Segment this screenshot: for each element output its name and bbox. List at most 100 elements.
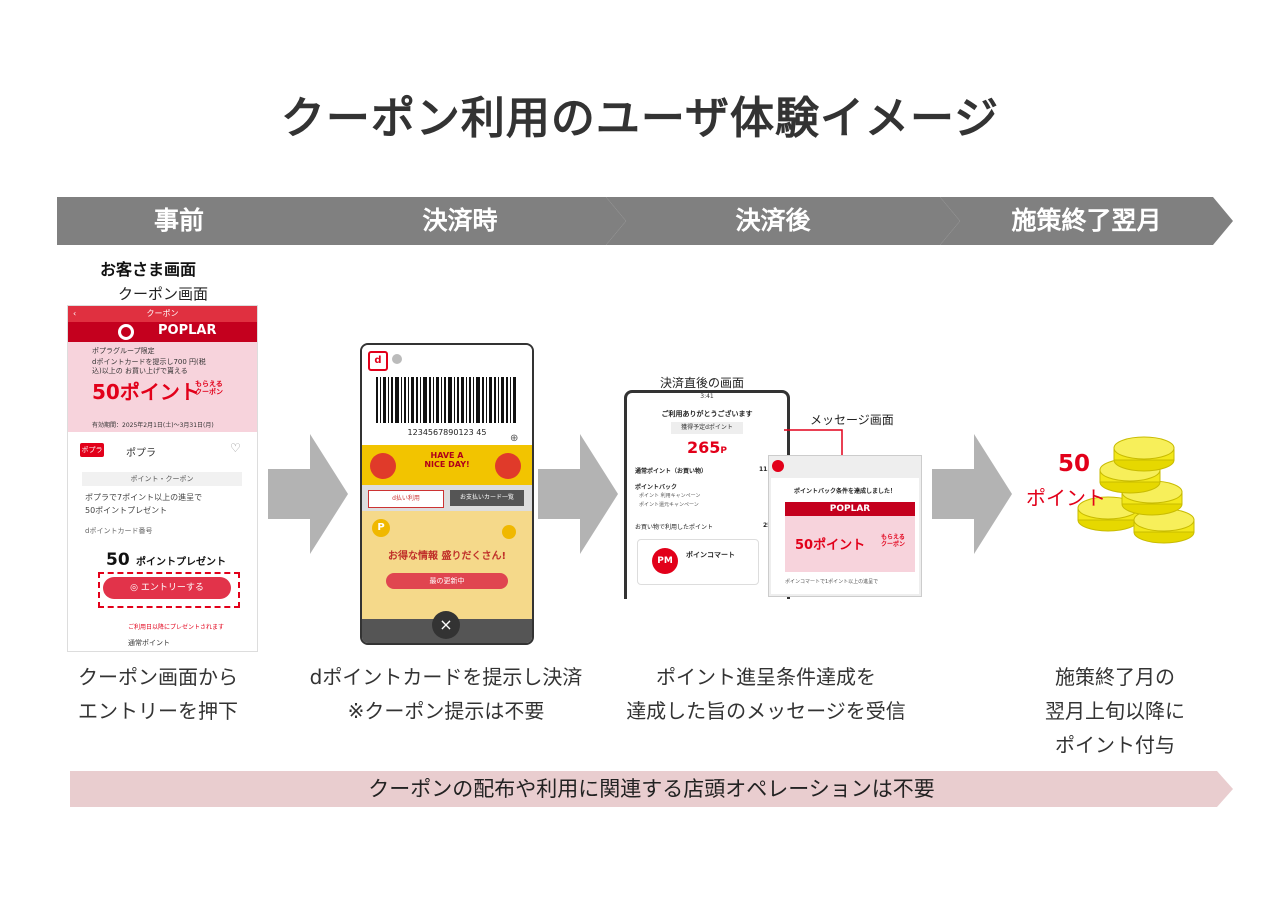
stage-next-month-shape bbox=[940, 197, 1233, 245]
stage-post: 決済後 bbox=[606, 197, 960, 245]
row1-value: ご利用日以降にプレゼントされます bbox=[128, 624, 225, 631]
barcode-icon bbox=[376, 377, 516, 423]
coupon-screen: ‹ クーポン POPLAR ポプラグループ限定 dポイントカードを提示し700 … bbox=[67, 305, 258, 652]
message-bubble: ポイントバック条件を達成しました！ POPLAR 50ポイント もらえる クーポ… bbox=[771, 478, 919, 594]
character-left-icon bbox=[370, 453, 396, 479]
stage-payment: 決済時 bbox=[294, 197, 626, 245]
description-next-month-line1: 施策終了月の bbox=[1055, 665, 1175, 689]
description-post: ポイント進呈条件達成を 達成した旨のメッセージを受信 bbox=[616, 660, 916, 728]
flow-arrow-2 bbox=[538, 434, 618, 554]
message-title: ポイントバック条件を達成しました！ bbox=[793, 488, 896, 495]
heart-icon[interactable]: ♡ bbox=[230, 441, 241, 455]
present-points-text: ポイントプレゼント bbox=[136, 557, 226, 568]
description-post-line1: ポイント進呈条件達成を bbox=[656, 665, 876, 689]
bottom-banner-shape bbox=[70, 771, 1233, 807]
coupon-period: 有効期間：2025年2月1日(土)～3月31日(月) bbox=[92, 422, 214, 429]
pointback-sub1: ポイント 利用キャンペーン bbox=[639, 493, 701, 499]
entry-highlight bbox=[98, 572, 240, 608]
customer-screen-caption: お客さま画面 bbox=[100, 260, 197, 279]
coupon-desc-line2: 50ポイントプレゼント bbox=[85, 506, 168, 515]
user-icon[interactable] bbox=[392, 354, 402, 364]
normal-points-label: 通常ポイント（お買い物） bbox=[635, 468, 708, 475]
brand-bar: POPLAR bbox=[68, 322, 257, 342]
after-payment-caption: 決済直後の画面 bbox=[660, 376, 745, 390]
row2-value: 通常ポイント bbox=[128, 639, 170, 647]
barcode-area: 1234567890123 45 bbox=[362, 375, 532, 445]
message-footer: ポインコマートで1ポイント以上の進呈で bbox=[785, 579, 879, 585]
store-name: ポプラ bbox=[126, 448, 156, 459]
pending-points-unit: P bbox=[720, 446, 727, 456]
message-points: 50ポイント bbox=[795, 538, 866, 553]
coupon-desc-line1: ポプラで7ポイント以上の進呈で bbox=[85, 493, 203, 502]
message-coupon: 50ポイント もらえる クーポン bbox=[785, 516, 915, 572]
entry-check-icon: ◎ bbox=[130, 583, 141, 593]
description-pre: クーポン画面から エントリーを押下 bbox=[58, 660, 258, 728]
promo-text: お得な情報 盛りだくさん! bbox=[387, 551, 507, 562]
character-right-icon bbox=[495, 453, 521, 479]
zoom-icon[interactable]: ⊕ bbox=[510, 433, 519, 444]
coins-stack-icon bbox=[1074, 430, 1198, 550]
dpay-button[interactable]: d払い利用 bbox=[368, 490, 444, 508]
payment-header: d bbox=[362, 345, 532, 375]
stage-next-month: 施策終了翌月 bbox=[940, 197, 1233, 245]
payment-cards-button[interactable]: お支払いカード一覧 bbox=[450, 490, 524, 506]
back-icon[interactable]: ‹ bbox=[73, 309, 77, 318]
message-badge: もらえる クーポン bbox=[881, 534, 906, 548]
description-next-month-line3: ポイント付与 bbox=[1055, 733, 1175, 757]
d-logo-icon: d bbox=[368, 351, 388, 371]
description-payment: dポイントカードを提示し決済 ※クーポン提示は不要 bbox=[296, 660, 596, 728]
coins-illustration bbox=[1077, 436, 1195, 544]
banner-text: HAVE A NICE DAY! bbox=[424, 451, 470, 469]
coupon-badge: もらえる クーポン bbox=[195, 380, 223, 396]
entry-button-label: エントリーする bbox=[140, 583, 204, 593]
store-logo-pm: PM bbox=[652, 548, 678, 574]
message-app-icon bbox=[772, 460, 784, 472]
description-post-line2: 達成した旨のメッセージを受信 bbox=[626, 699, 906, 723]
stage-payment-label: 決済時 bbox=[422, 206, 498, 235]
description-payment-line1: dポイントカードを提示し決済 bbox=[309, 665, 583, 689]
bottom-banner-text: クーポンの配布や利用に関連する店頭オペレーションは不要 bbox=[368, 777, 935, 801]
message-screen-caption: メッセージ画面 bbox=[810, 413, 894, 427]
payment-screen: d 1234567890123 45 ⊕ HAVE A NICE DAY! d払… bbox=[360, 343, 534, 645]
promo-button[interactable]: 最の更新中 bbox=[386, 573, 508, 589]
poplar-logo-icon bbox=[118, 324, 134, 340]
stage-pre-shape bbox=[57, 197, 315, 245]
coupon-screen-caption: クーポン画面 bbox=[118, 285, 209, 303]
p-coin-icon: P bbox=[372, 519, 390, 537]
pending-points-value: 265 bbox=[686, 438, 721, 457]
store-card[interactable]: PM ポインコマート bbox=[637, 539, 759, 585]
bottom-nav: × bbox=[362, 611, 532, 643]
thanks-text: ご利用ありがとうございます bbox=[661, 410, 753, 418]
message-screen: ポイントバック条件を達成しました！ POPLAR 50ポイント もらえる クーポ… bbox=[768, 455, 922, 597]
brand-name: POPLAR bbox=[158, 323, 217, 338]
message-brand: POPLAR bbox=[785, 502, 915, 516]
promo-banner[interactable]: HAVE A NICE DAY! bbox=[362, 445, 532, 485]
flow-arrow-3 bbox=[932, 434, 1012, 554]
coins-label: ポイント bbox=[1026, 486, 1106, 510]
stage-next-month-label: 施策終了翌月 bbox=[1011, 206, 1162, 235]
description-next-month-line2: 翌月上旬以降に bbox=[1045, 699, 1185, 723]
card-number-label: dポイントカード番号 bbox=[85, 527, 153, 535]
stage-pre: 事前 bbox=[57, 197, 315, 245]
store-logo-icon: ポプラ bbox=[80, 443, 104, 457]
description-next-month: 施策終了月の 翌月上旬以降に ポイント付与 bbox=[1010, 660, 1220, 762]
pointback-label: ポイントバック bbox=[635, 484, 678, 491]
pending-label: 獲得予定dポイント bbox=[671, 422, 743, 434]
post-payment-screen: 3:41 ご利用ありがとうございます 獲得予定dポイント 265P 通常ポイント… bbox=[624, 390, 790, 599]
stage-payment-shape bbox=[294, 197, 626, 245]
stage-pre-label: 事前 bbox=[153, 206, 204, 235]
bottom-banner: クーポンの配布や利用に関連する店頭オペレーションは不要 bbox=[70, 771, 1233, 807]
flow-arrow-1 bbox=[268, 434, 348, 554]
entry-button[interactable]: ◎ エントリーする bbox=[103, 577, 231, 599]
pending-points: 265P bbox=[627, 438, 787, 457]
close-icon[interactable]: × bbox=[432, 611, 460, 639]
description-pre-line2: エントリーを押下 bbox=[78, 699, 238, 723]
normal-points-value: 115 bbox=[759, 466, 772, 473]
barcode-number: 1234567890123 45 bbox=[407, 428, 487, 437]
store-name-pm: ポインコマート bbox=[686, 551, 735, 559]
pointback-sub2: ポイント還元キャンペーン bbox=[639, 502, 699, 508]
stage-post-label: 決済後 bbox=[735, 206, 811, 235]
coins-number: 50 bbox=[1058, 451, 1091, 477]
used-points-label: お買い物で利用したポイント bbox=[635, 524, 714, 531]
present-points-number: 50 bbox=[106, 550, 130, 570]
